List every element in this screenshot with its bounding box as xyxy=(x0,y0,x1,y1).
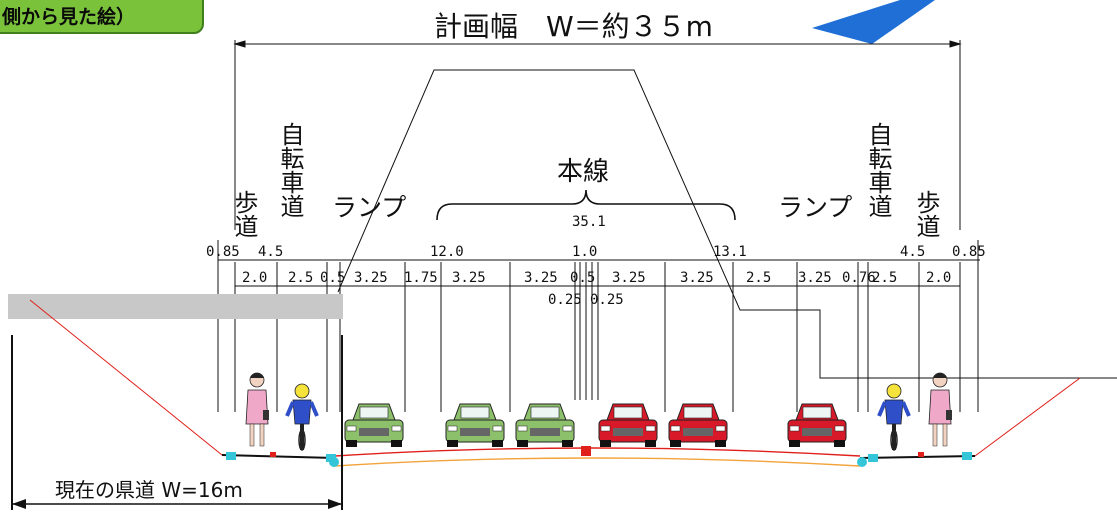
road-pavement xyxy=(221,447,976,467)
dimension-value: 2.0 xyxy=(242,270,267,286)
bike-lane-label-right: 自転車道 xyxy=(864,122,892,218)
dimension-value: 2.5 xyxy=(288,270,313,286)
green-car-icon xyxy=(445,403,505,447)
leader-lines xyxy=(337,69,1117,379)
dimension-value: 0.85 xyxy=(952,244,986,260)
red-car-icon xyxy=(668,403,728,447)
existing-road-bar xyxy=(8,294,343,319)
dimension-value: 12.0 xyxy=(430,244,464,260)
dimension-value: 2.0 xyxy=(926,270,951,286)
dimension-value: 2.5 xyxy=(746,270,771,286)
mainline-brace xyxy=(436,189,736,221)
pedestrian-icon xyxy=(928,372,952,447)
bike-lane-label-left: 自転車道 xyxy=(276,122,304,218)
lane-labels: 歩道 自転車道 ランプ 本線 ランプ 自転車道 歩道 xyxy=(230,122,940,238)
dimension-value: 3.25 xyxy=(524,270,558,286)
dimension-value: 3.25 xyxy=(798,270,832,286)
dimension-value: 3.25 xyxy=(452,270,486,286)
dimension-value: 0.5 xyxy=(570,270,595,286)
green-car-icon xyxy=(515,403,575,447)
cyclist-icon xyxy=(877,383,911,451)
sidewalk-label-right: 歩道 xyxy=(912,190,940,238)
ramp-label-right: ランプ xyxy=(778,193,852,222)
red-car-icon xyxy=(787,403,847,447)
existing-road-dimension xyxy=(11,335,343,510)
dimension-value: 3.25 xyxy=(354,270,388,286)
dimension-value: 0.85 xyxy=(206,244,240,260)
dimension-value: 0.25 xyxy=(548,292,582,308)
overall-dimension-line xyxy=(233,40,962,230)
ramp-label-left: ランプ xyxy=(332,193,406,222)
sidewalk-label-left: 歩道 xyxy=(230,190,258,238)
dimension-value: 4.5 xyxy=(258,244,283,260)
dimension-value: 0.5 xyxy=(320,270,345,286)
cyclist-icon xyxy=(285,383,319,451)
existing-road-label: 現在の県道 W=16m xyxy=(55,478,243,502)
green-car-icon xyxy=(344,403,404,447)
dimension-value: 2.5 xyxy=(872,270,897,286)
dimension-value: 13.1 xyxy=(713,244,747,260)
dimension-value: 3.25 xyxy=(612,270,646,286)
view-label-tag: 側から見た絵） xyxy=(0,0,204,34)
red-car-icon xyxy=(598,403,658,447)
dimension-value: 4.5 xyxy=(900,244,925,260)
dimension-value: 0.76 xyxy=(842,270,876,286)
dimension-value: 0.25 xyxy=(590,292,624,308)
plan-width-title: 計画幅 W＝約３５m xyxy=(434,10,713,43)
dimension-value: 3.25 xyxy=(680,270,714,286)
mainline-label: 本線 xyxy=(557,157,609,187)
curb-markers xyxy=(226,446,972,467)
blue-arrow-icon xyxy=(812,0,935,44)
dimension-value: 1.75 xyxy=(404,270,438,286)
dimension-value: 1.0 xyxy=(572,244,597,260)
view-label-text: 側から見た絵） xyxy=(2,6,136,28)
mainline-width-label: 35.1 xyxy=(572,214,606,230)
lane-divider-lines xyxy=(217,240,979,412)
pedestrian-icon xyxy=(245,372,269,447)
